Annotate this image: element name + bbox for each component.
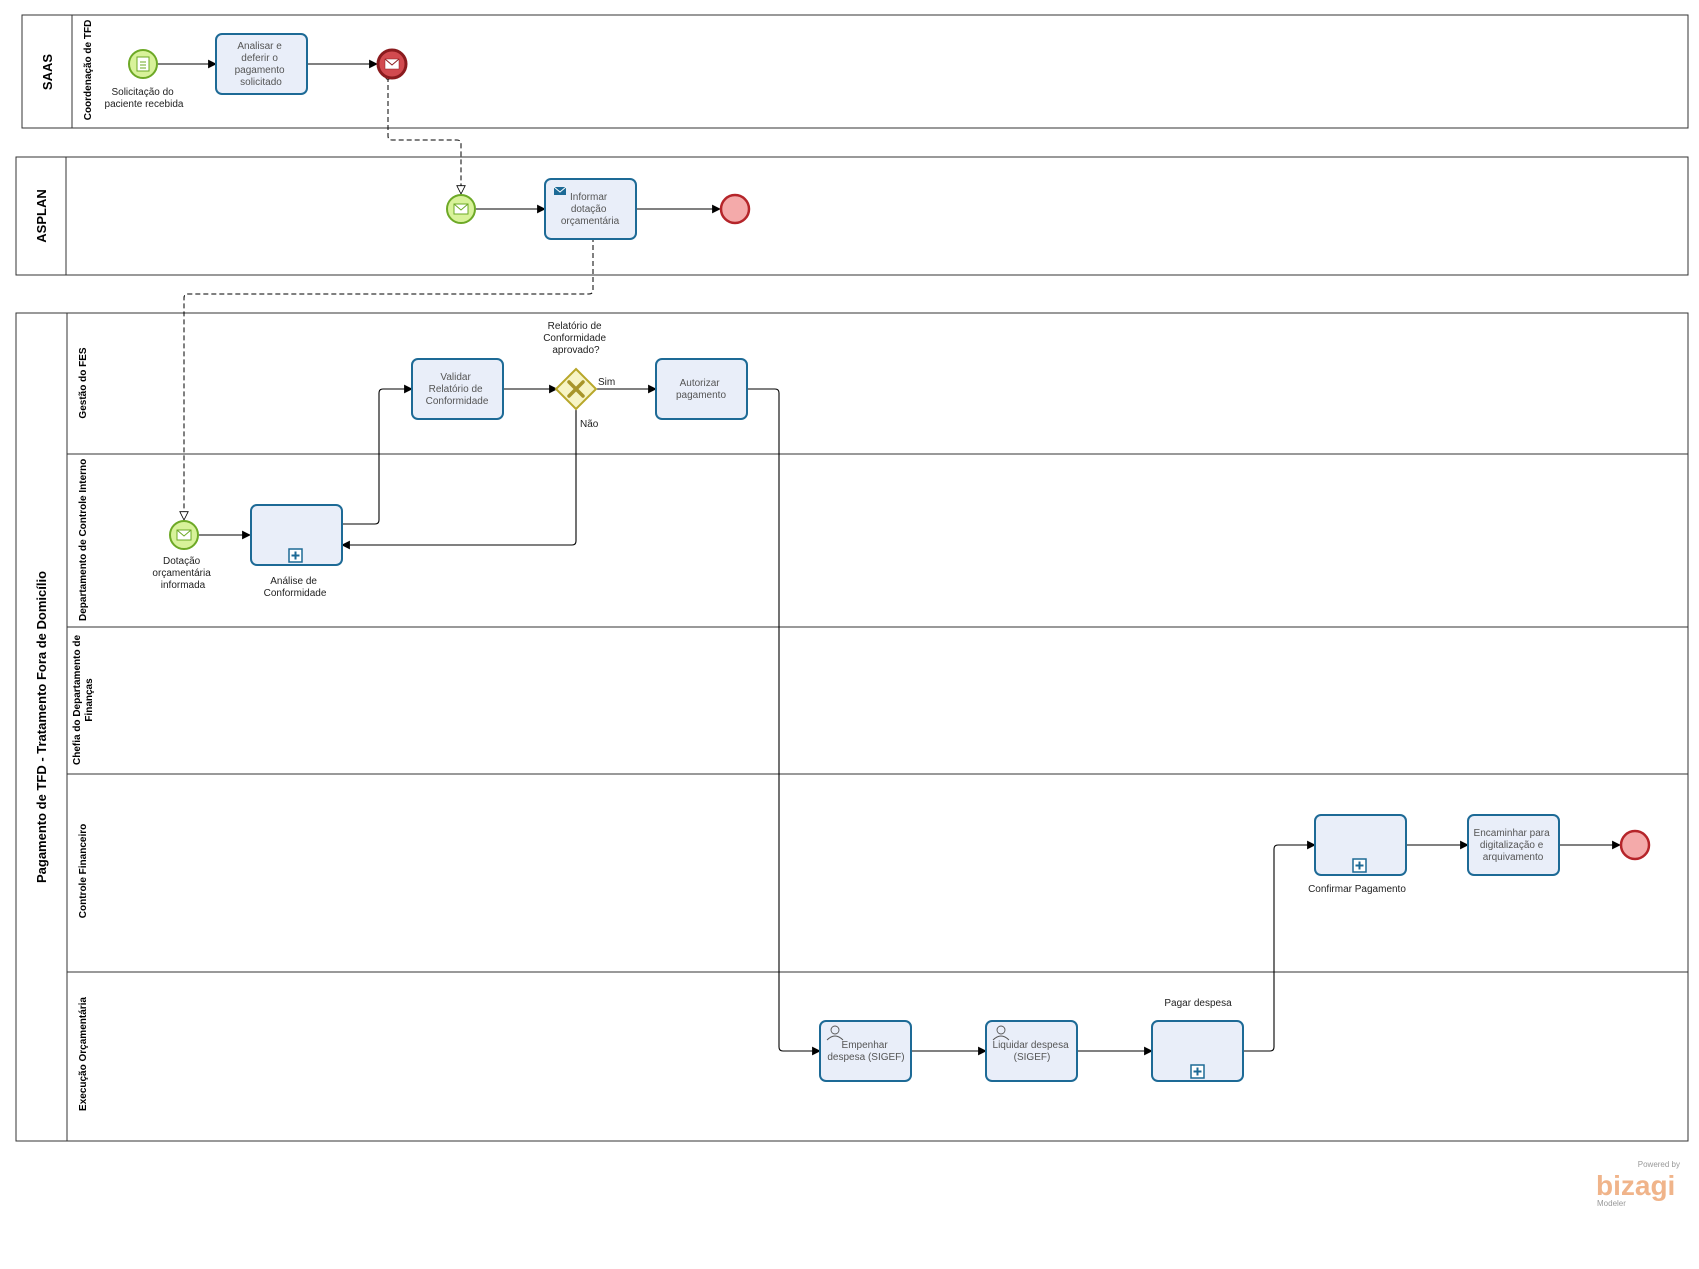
bizagi-logo: Powered by bizagi Modeler xyxy=(1596,1160,1680,1208)
task-informar[interactable]: Informar dotação orçamentária xyxy=(544,178,637,240)
user-icon xyxy=(826,1025,844,1041)
end-event-message-saas[interactable] xyxy=(376,48,408,80)
task-validar[interactable]: Validar Relatório de Conformidade xyxy=(411,358,504,420)
svg-text:Encaminhar para digitali: Encaminhar para digitalização e arquivam… xyxy=(1474,828,1553,863)
logo-product-text: Modeler xyxy=(1597,1199,1626,1208)
start-event-message-dotacao[interactable] xyxy=(169,520,199,550)
logo-powered-text: Powered by xyxy=(1638,1160,1680,1169)
flow-analise-to-validar xyxy=(342,384,413,525)
lane-title-departamento: Departamento de Controle Interno xyxy=(78,459,89,621)
message-flow-asplan-to-tfd xyxy=(184,237,593,520)
lane-title-coordenacao: Coordenação de TFD xyxy=(83,20,94,121)
flow-pagar-to-confirmar xyxy=(1243,840,1316,1052)
subprocess-pagar[interactable] xyxy=(1151,1020,1244,1082)
envelope-icon xyxy=(453,203,469,215)
label-gateway: Relatório de Conformidade aprovado? xyxy=(543,321,609,356)
svg-text:Liquidar despesa (SIGEF): Liquidar despesa (SIGEF) xyxy=(993,1040,1072,1063)
user-icon xyxy=(992,1025,1010,1041)
label-solicitacao: Solicitação do paciente recebida xyxy=(105,87,184,110)
x-icon xyxy=(567,380,585,398)
pool-saas: SAAS Coordenação de TFD xyxy=(21,14,1689,129)
lane-title-controle: Controle Financeiro xyxy=(78,824,89,918)
svg-text:Analisar e deferir o: Analisar e deferir o pagamento solicitad… xyxy=(235,41,288,88)
label-dotacao: Dotação orçamentária informada xyxy=(152,556,213,591)
logo-brand-text: bizagi xyxy=(1596,1170,1675,1201)
label-pagar: Pagar despesa xyxy=(1164,998,1232,1009)
task-encaminhar[interactable]: Encaminhar para digitalização e arquivam… xyxy=(1467,814,1560,876)
lane-title-execucao: Execução Orçamentária xyxy=(78,997,89,1111)
pool-tfd: Pagamento de TFD - Tratamento Fora de Do… xyxy=(15,312,1689,1142)
document-icon xyxy=(136,56,150,72)
sequence-flows xyxy=(158,59,1621,1056)
label-confirmar: Confirmar Pagamento xyxy=(1308,884,1406,895)
subprocess-confirmar[interactable] xyxy=(1314,814,1407,876)
flow-autorizar-to-empenhar xyxy=(747,388,821,1056)
gateway-exclusive[interactable] xyxy=(554,367,598,411)
task-liquidar[interactable]: Liquidar despesa (SIGEF) xyxy=(985,1020,1078,1082)
pool-title-saas: SAAS xyxy=(40,54,55,90)
start-event-solicitacao[interactable] xyxy=(128,49,158,79)
end-event-tfd[interactable] xyxy=(1619,829,1651,861)
label-sim: Sim xyxy=(598,377,615,388)
lane-title-chefia-1: Chefia do Departamento de xyxy=(72,635,83,765)
task-analisar[interactable]: Analisar e deferir o pagamento solicitad… xyxy=(215,33,308,95)
pool-title-tfd: Pagamento de TFD - Tratamento Fora de Do… xyxy=(34,571,49,883)
message-flows xyxy=(184,77,593,520)
svg-text:Empenhar despesa (SIGEF): Empenhar despesa (SIGEF) xyxy=(827,1040,904,1063)
start-event-message-asplan[interactable] xyxy=(446,194,476,224)
envelope-icon xyxy=(384,58,400,70)
envelope-icon xyxy=(176,529,192,541)
svg-text:Validar Relatório de: Validar Relatório de Conformidade xyxy=(426,372,489,407)
expand-plus-icon xyxy=(1190,1064,1205,1079)
send-envelope-icon xyxy=(553,186,567,195)
subprocess-analise[interactable] xyxy=(250,504,343,566)
message-flow-saas-to-asplan xyxy=(388,77,461,194)
svg-text:Informar dotação o: Informar dotação orçamentária xyxy=(561,192,620,227)
lane-title-gestao: Gestão do FES xyxy=(78,347,89,418)
expand-plus-icon xyxy=(288,548,303,563)
label-nao: Não xyxy=(580,419,599,430)
flow-gateway-nao xyxy=(341,409,577,550)
task-empenhar[interactable]: Empenhar despesa (SIGEF) xyxy=(819,1020,912,1082)
task-autorizar[interactable]: Autorizar pagamento xyxy=(655,358,748,420)
lane-title-chefia-2: Finanças xyxy=(84,678,95,722)
pool-asplan: ASPLAN xyxy=(15,156,1689,276)
svg-text:Autorizar pagamento: Autorizar pagamento xyxy=(676,378,726,401)
expand-plus-icon xyxy=(1352,858,1367,873)
pool-title-asplan: ASPLAN xyxy=(34,189,49,242)
label-analise: Análise de Conformidade xyxy=(264,576,327,599)
end-event-asplan[interactable] xyxy=(719,193,751,225)
